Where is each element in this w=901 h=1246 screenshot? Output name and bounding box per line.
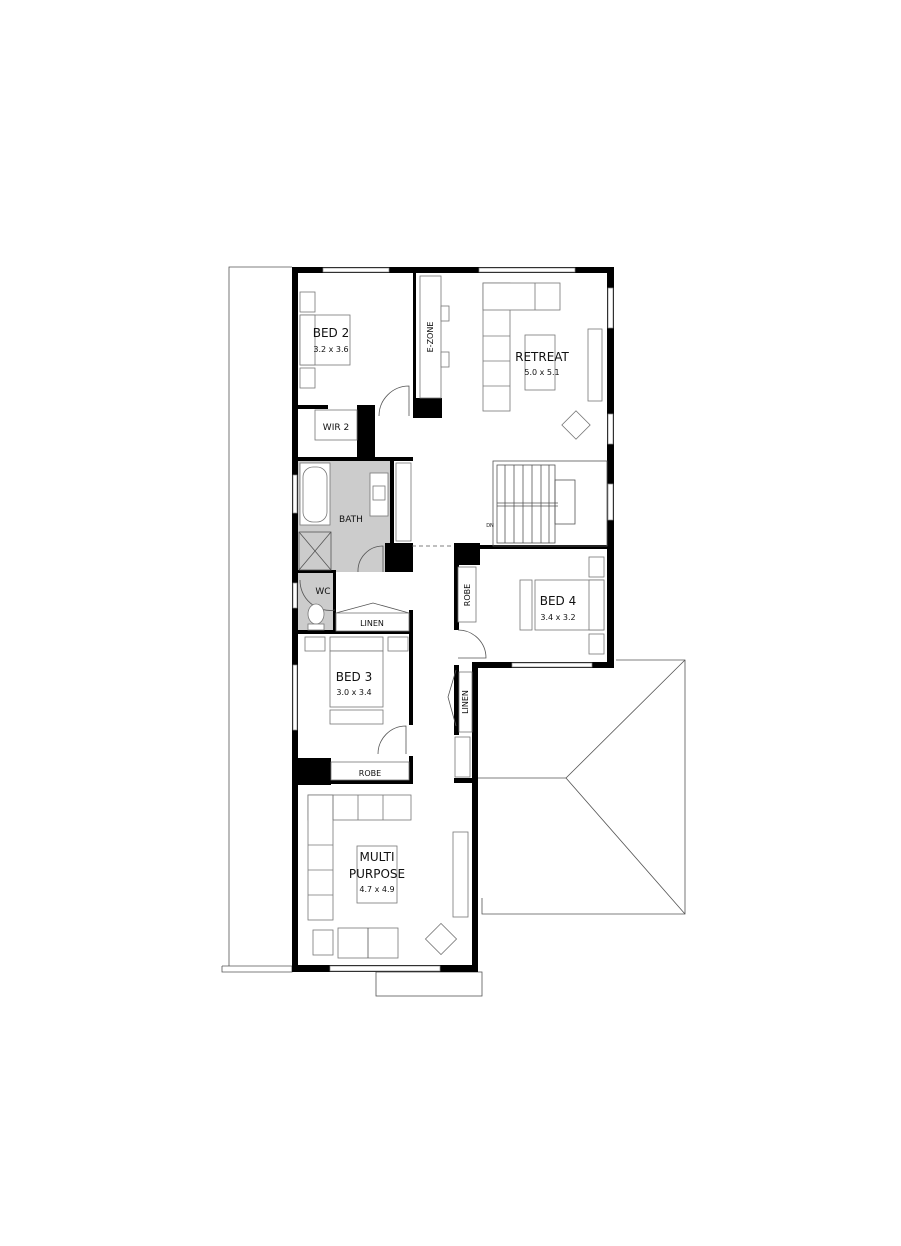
room-name-bed4: BED 4 [540,594,577,608]
room-name-bed2: BED 2 [313,326,350,340]
linen-cupboard-hall [458,671,473,733]
robe-bed3-label: ROBE [359,769,381,778]
windows [292,267,614,972]
tv-unit-multi [452,831,469,918]
roof-outline [221,266,686,997]
shower [298,531,332,571]
linen-label: LINEN [360,619,384,628]
room-size-retreat: 5.0 x 5.1 [524,368,559,377]
robe-cupboard [330,761,410,781]
room-size-bed3: 3.0 x 3.4 [336,688,371,697]
robe-cupboard-bed4 [457,566,477,623]
bathtub [299,462,331,526]
room-name-multi: MULTI [359,850,394,864]
doors [299,385,487,755]
bed-4 [519,556,605,655]
stairs-down-label: DN [486,523,494,529]
linen-cupboard [335,612,410,632]
bed-2 [299,291,351,389]
wir2-label: WIR 2 [323,423,349,433]
linen-hall-label: LINEN [461,690,470,714]
ezone-desk [419,275,442,399]
room-size-bed2: 3.2 x 3.6 [313,345,348,354]
wc-label: WC [315,587,330,597]
wir2-area [314,409,358,441]
ezone-label: E-ZONE [426,322,435,353]
toilet [307,603,325,625]
room-size-multi: 4.7 x 4.9 [359,885,394,894]
robe-bed4-label: ROBE [463,584,472,606]
room-name-multi-2: PURPOSE [349,867,405,881]
retreat-sofa [482,282,561,412]
armchair [561,410,591,440]
coffee-table [524,334,556,391]
coffee-table-multi [356,845,398,904]
armchair-multi [424,922,458,956]
room-size-bed4: 3.4 x 3.2 [540,613,575,622]
bed-3 [304,636,409,725]
room-name-bed3: BED 3 [336,670,373,684]
bath-label: BATH [339,515,363,525]
multi-sofa [307,794,412,921]
staircase[interactable] [492,460,608,547]
room-name-retreat: RETREAT [515,350,569,364]
tv-unit [587,328,603,402]
